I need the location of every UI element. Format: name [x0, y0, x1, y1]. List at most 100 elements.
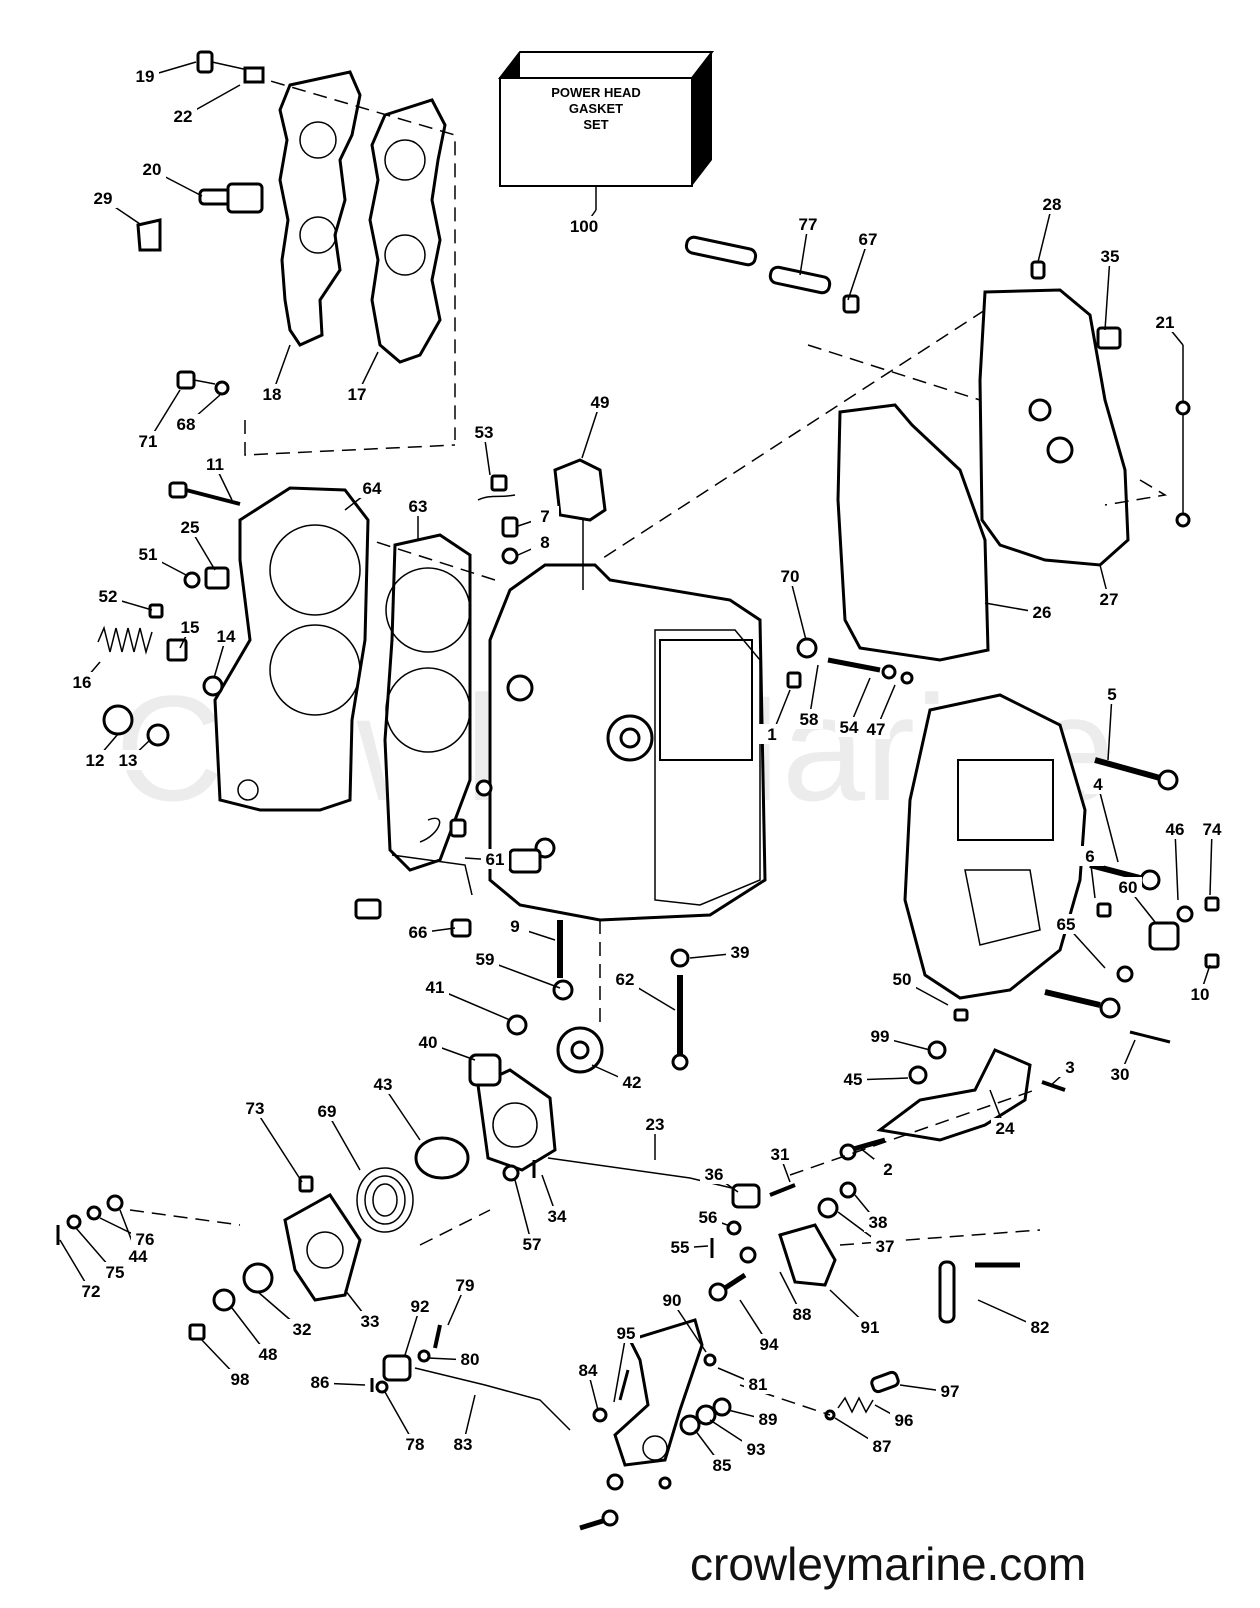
washer-8b — [475, 779, 493, 797]
washer-55b — [502, 1164, 520, 1182]
callout-89: 89 — [759, 1410, 778, 1429]
callout-bg-38 — [864, 1212, 892, 1232]
leader-line-74 — [1209, 829, 1213, 896]
crankcase-half — [903, 693, 1087, 1000]
leader-line-49 — [581, 402, 601, 459]
callout-bg-21 — [1151, 312, 1179, 332]
callout-41: 41 — [426, 978, 445, 997]
callout-1: 1 — [767, 725, 776, 744]
callout-bg-96 — [890, 1410, 918, 1430]
callout-bg-52 — [94, 586, 122, 606]
callout-bg-89 — [754, 1409, 782, 1429]
washer-33 — [739, 1246, 757, 1264]
callout-bg-91 — [856, 1317, 884, 1337]
callout-bg-9 — [501, 916, 529, 936]
callout-87: 87 — [873, 1437, 892, 1456]
callout-bg-68 — [172, 414, 200, 434]
callout-28: 28 — [1043, 195, 1062, 214]
shaft-98 — [938, 1260, 1020, 1324]
callout-33: 33 — [361, 1312, 380, 1331]
callout-34: 34 — [548, 1207, 567, 1226]
exhaust-cover-27 — [978, 288, 1130, 567]
callout-53: 53 — [475, 423, 494, 442]
callout-19: 19 — [136, 67, 155, 86]
cylinder-head-64 — [213, 486, 370, 812]
callout-48: 48 — [259, 1345, 278, 1364]
washer-86 — [592, 1407, 608, 1423]
gasket-set-label-line3: SET — [583, 117, 608, 132]
nut-51 — [183, 571, 201, 589]
callout-bg-64 — [358, 478, 386, 498]
callout-9: 9 — [510, 917, 519, 936]
callout-57: 57 — [523, 1235, 542, 1254]
long-bolt-11 — [168, 481, 241, 506]
callout-81: 81 — [749, 1375, 768, 1394]
callout-69: 69 — [318, 1102, 337, 1121]
throttle-lever-30 — [876, 1048, 1032, 1142]
callout-83: 83 — [454, 1435, 473, 1454]
leader-line-73 — [254, 1108, 303, 1183]
callout-36: 36 — [705, 1165, 724, 1184]
callout-82: 82 — [1031, 1318, 1050, 1337]
rod-66 — [391, 854, 473, 896]
bolt-4 — [1089, 862, 1161, 891]
pin-50 — [953, 1008, 969, 1022]
callout-39: 39 — [731, 943, 750, 962]
callout-79: 79 — [456, 1276, 475, 1295]
callout-14: 14 — [217, 627, 236, 646]
callout-bg-2 — [874, 1159, 902, 1179]
callout-27: 27 — [1100, 590, 1119, 609]
callout-bg-15 — [176, 617, 204, 637]
callout-66: 66 — [409, 923, 428, 942]
callout-bg-34 — [543, 1206, 571, 1226]
callout-44: 44 — [129, 1247, 148, 1266]
screw-74 — [1204, 896, 1220, 912]
callout-20: 20 — [143, 160, 162, 179]
link-rod-73 — [547, 1157, 741, 1191]
callout-52: 52 — [99, 587, 118, 606]
temp-sensor-20 — [198, 182, 264, 214]
callout-93: 93 — [747, 1440, 766, 1459]
callout-bg-66 — [404, 922, 432, 942]
bolt-5b — [1044, 989, 1121, 1019]
screw-10 — [1204, 953, 1220, 969]
callout-bg-81 — [744, 1374, 772, 1394]
callout-bg-11 — [201, 454, 229, 474]
callout-bg-19 — [131, 66, 159, 86]
callout-bg-42 — [618, 1072, 646, 1092]
leader-line-43 — [382, 1084, 421, 1141]
callout-bg-35 — [1096, 246, 1124, 266]
leader-line-95 — [613, 1333, 627, 1403]
callout-bg-29 — [89, 188, 117, 208]
bolt-59 — [671, 975, 689, 1071]
callout-67: 67 — [859, 230, 878, 249]
screw-88 — [433, 1324, 442, 1349]
callout-bg-57 — [518, 1234, 546, 1254]
bolt-19 — [196, 50, 249, 74]
ground-wire-21 — [1175, 345, 1191, 528]
callout-bg-3 — [1056, 1057, 1084, 1077]
callout-bg-90 — [658, 1290, 686, 1310]
callout-62: 62 — [616, 970, 635, 989]
leader-line-5 — [1107, 694, 1113, 761]
callout-21: 21 — [1156, 313, 1175, 332]
callout-bg-75 — [101, 1262, 129, 1282]
callout-30: 30 — [1111, 1065, 1130, 1084]
callout-45: 45 — [844, 1070, 863, 1089]
callout-bg-63 — [404, 496, 432, 516]
callout-bg-45 — [839, 1069, 867, 1089]
bracket-48 — [778, 1223, 837, 1287]
callout-80: 80 — [461, 1350, 480, 1369]
callout-bg-43 — [369, 1074, 397, 1094]
nut-46 — [1176, 905, 1194, 923]
callout-bg-48 — [254, 1344, 282, 1364]
spring-84 — [837, 1396, 874, 1414]
callout-5: 5 — [1107, 685, 1116, 704]
callout-bg-46 — [1161, 819, 1189, 839]
nut-61 — [506, 1014, 528, 1036]
callout-99: 99 — [871, 1027, 890, 1046]
callout-bg-80 — [456, 1349, 484, 1369]
spring-43 — [356, 1167, 414, 1233]
callout-bg-26 — [1028, 602, 1056, 622]
